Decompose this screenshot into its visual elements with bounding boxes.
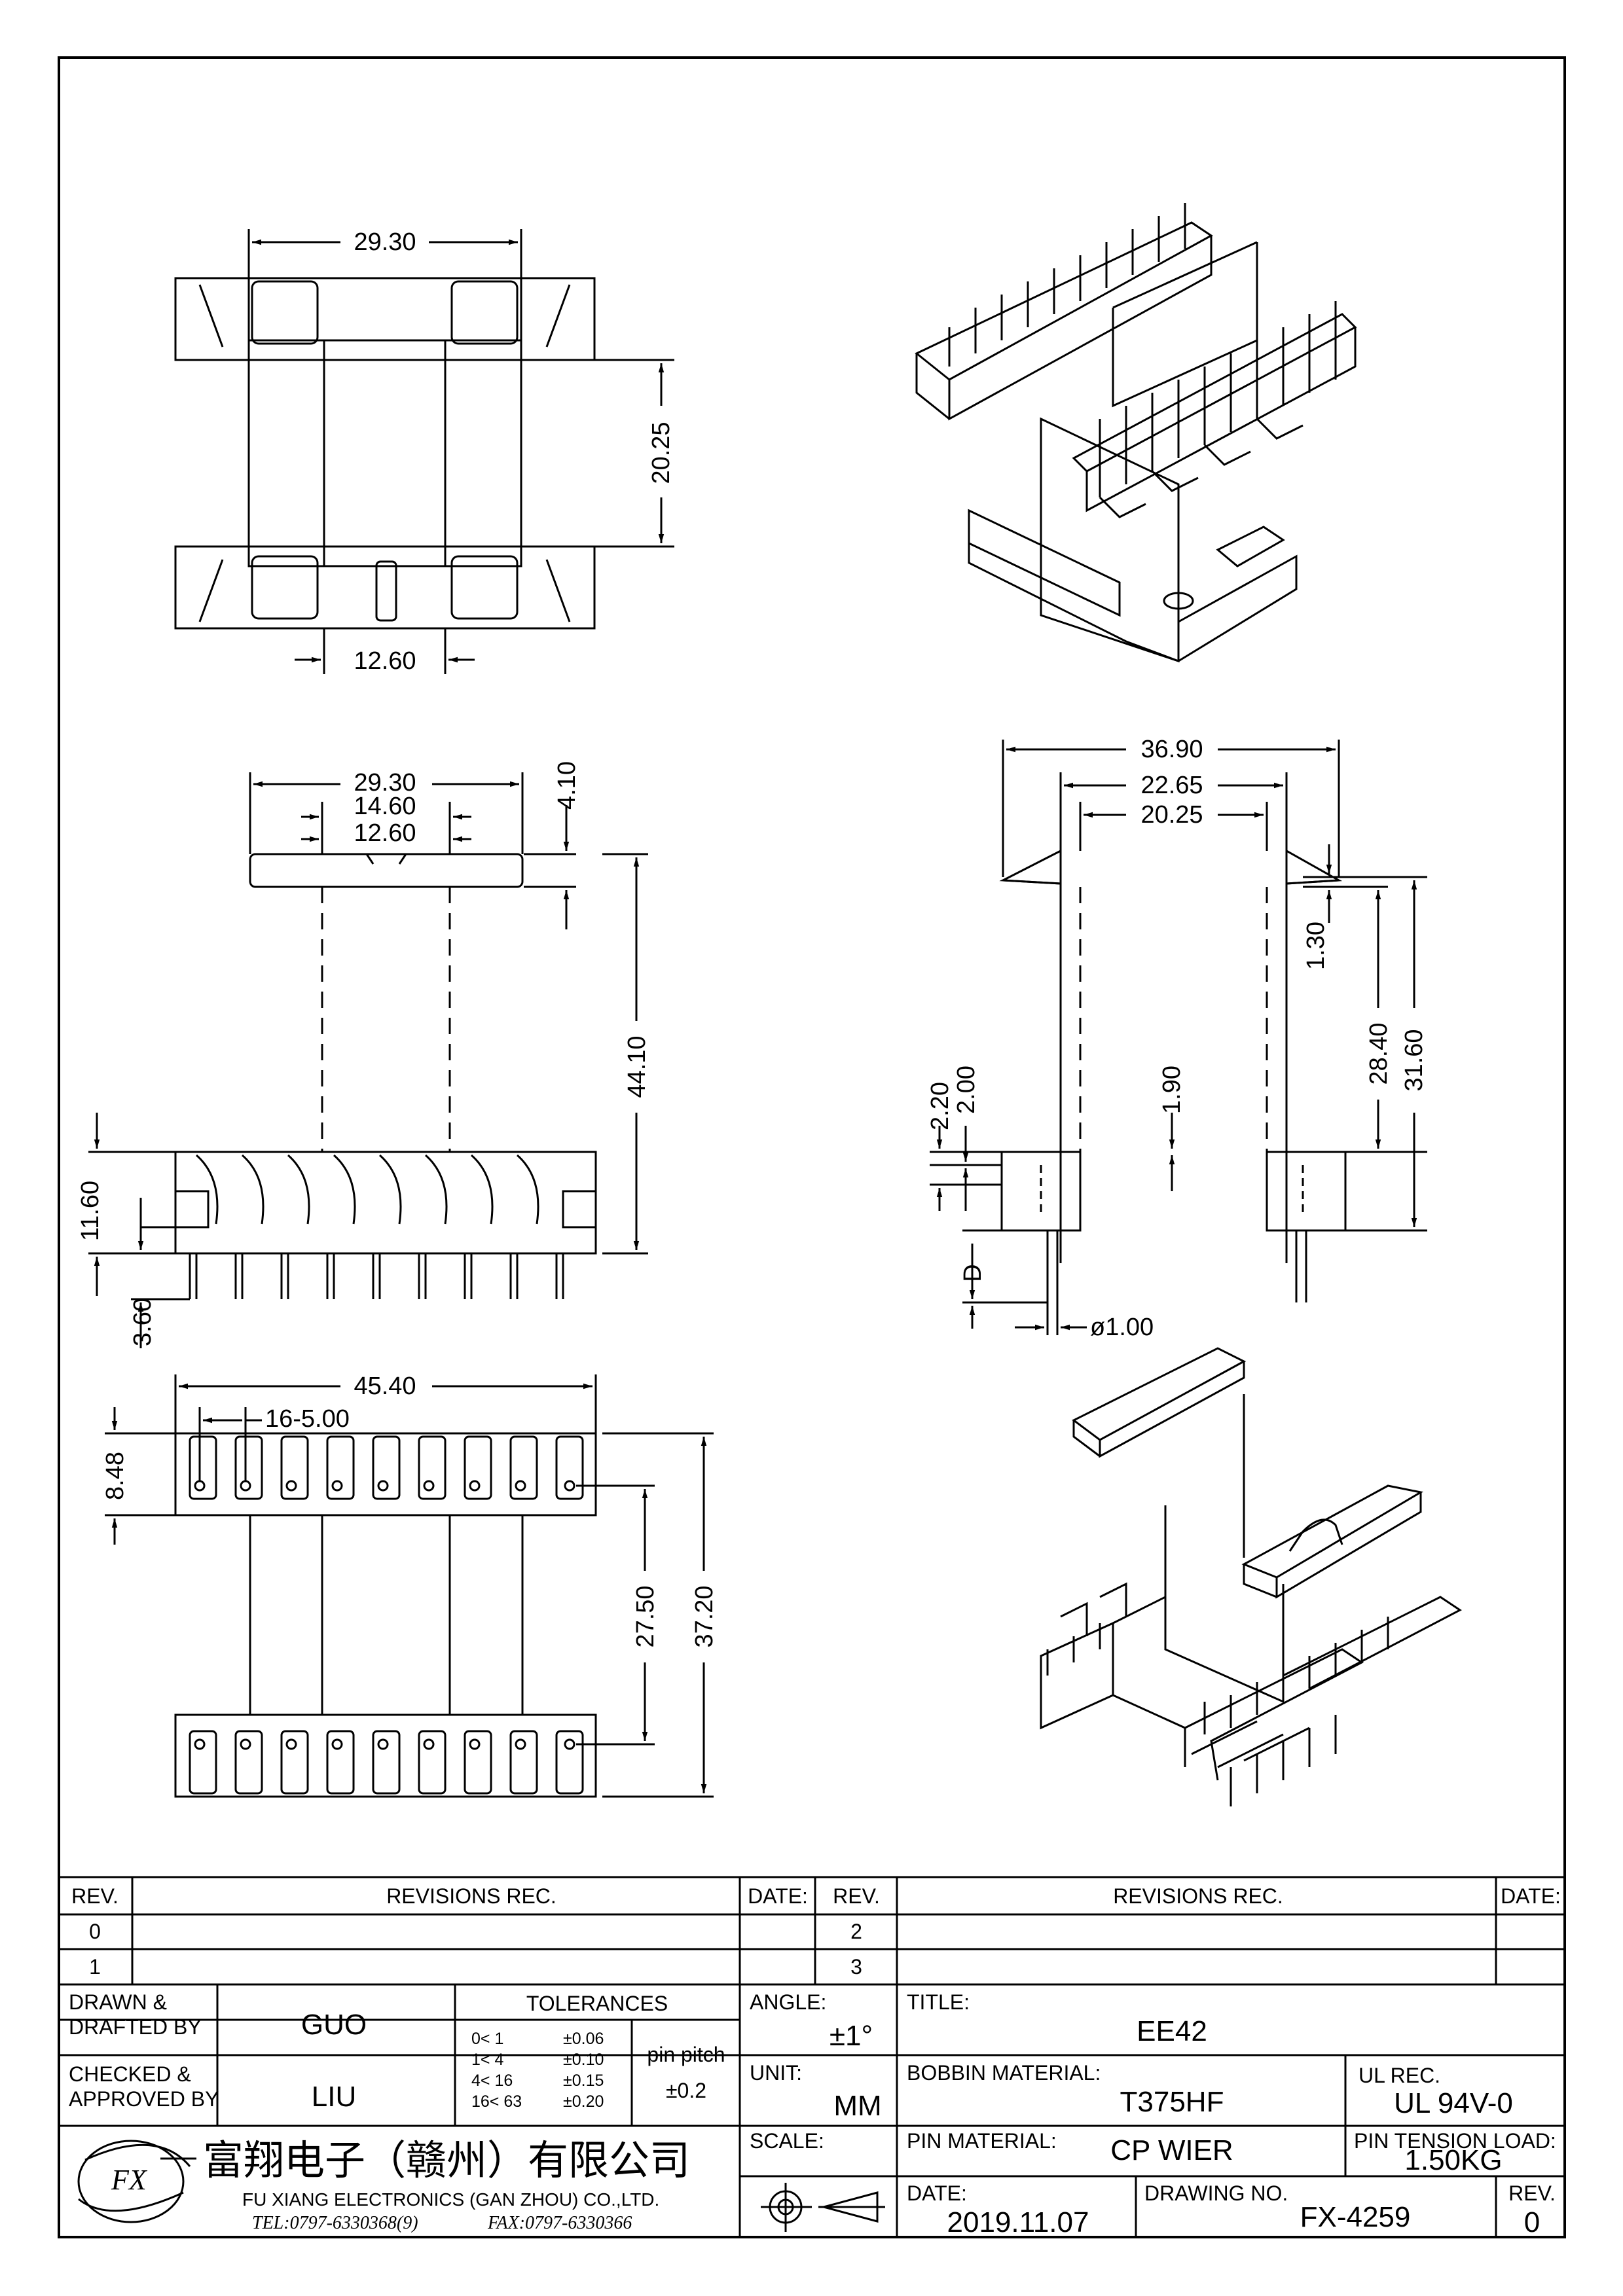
dim-front-flange-width: 29.30 [354, 769, 416, 797]
pin-pitch-label: pin pitch [647, 2043, 725, 2066]
checked-label: CHECKED &APPROVED BY [69, 2062, 219, 2111]
dim-top-width: 29.30 [354, 228, 416, 256]
title-block-grid [59, 1876, 1565, 2237]
tolerance-value-3: ±0.20 [563, 2092, 604, 2111]
dim-side-core-width: 20.25 [1140, 801, 1203, 829]
checked-by: LIU [312, 2081, 356, 2113]
sheet-border [58, 56, 1566, 2238]
isometric-view-bottom [1040, 1347, 1462, 1806]
dim-side-flange-thickness: 1.30 [1302, 922, 1330, 970]
rev-value: 0 [1524, 2206, 1540, 2238]
angle-value: ±1° [830, 2020, 873, 2052]
drawn-label: DRAWN &DRAFTED BY [69, 1990, 202, 2039]
bobbin-material-label: BOBBIN MATERIAL: [907, 2061, 1101, 2085]
dim-side-overall-width: 36.90 [1140, 736, 1203, 763]
rev-row-0: 0 [89, 1920, 101, 1943]
dim-front-height: 44.10 [623, 1035, 651, 1098]
dim-bottom-row-spacing: 27.50 [632, 1585, 659, 1647]
tolerance-range-2: 4< 16 [471, 2072, 513, 2090]
dim-front-core-width: 14.60 [354, 793, 416, 820]
rev-row-3: 3 [850, 1955, 862, 1979]
dim-top-slot: 12.60 [354, 647, 416, 675]
revisions-header-right: REVISIONS REC. [1113, 1884, 1283, 1908]
dim-front-slot: 12.60 [354, 819, 416, 847]
rev-header-right: REV. [833, 1884, 880, 1908]
rev-row-1: 1 [89, 1955, 101, 1979]
company-name-en: FU XIANG ELECTRONICS (GAN ZHOU) CO.,LTD. [242, 2189, 659, 2210]
date-value: 2019.11.07 [947, 2206, 1089, 2238]
front-view [88, 772, 648, 1348]
dim-bottom-width: 45.40 [354, 1372, 416, 1400]
pin-tension-label: PIN TENSION LOAD: [1354, 2129, 1556, 2153]
company-tel: TEL:0797-6330368(9) [252, 2213, 418, 2233]
company-logo-icon: FX [77, 2140, 191, 2223]
date-label: DATE: [907, 2181, 967, 2205]
bottom-view [105, 1374, 714, 1798]
tolerance-range-0: 0< 1 [471, 2030, 503, 2048]
tolerances-label: TOLERANCES [526, 1992, 668, 2015]
dim-side-b: 2.00 [953, 1066, 980, 1114]
side-view [930, 740, 1427, 1335]
pin-material-label: PIN MATERIAL: [907, 2129, 1057, 2153]
drawing-no-value: FX-4259 [1300, 2201, 1411, 2233]
tolerance-value-2: ±0.15 [563, 2072, 604, 2090]
company-fax: FAX:0797-6330366 [487, 2213, 632, 2233]
drawing-no-label: DRAWING NO. [1144, 2181, 1288, 2205]
drawn-by: GUO [301, 2009, 367, 2041]
dim-side-flange-width: 22.65 [1140, 772, 1203, 799]
top-view [174, 229, 674, 674]
svg-text:FX: FX [111, 2164, 148, 2196]
date-header-left: DATE: [748, 1884, 808, 1908]
dim-side-wall: 1.90 [1158, 1066, 1186, 1114]
isometric-view-top [915, 203, 1357, 663]
pin-tension-value: 1.50KG [1404, 2144, 1502, 2176]
unit-label: UNIT: [750, 2061, 802, 2085]
dim-front-pin-length: 3.60 [129, 1298, 156, 1346]
date-header-right: DATE: [1501, 1884, 1561, 1908]
dim-side-inner-height: 28.40 [1365, 1022, 1393, 1085]
dim-front-flange-top: 4.10 [553, 761, 581, 810]
unit-value: MM [833, 2090, 881, 2122]
title-value: EE42 [1137, 2015, 1207, 2047]
pin-material-value: CP WIER [1110, 2134, 1233, 2166]
dim-side-a: 2.20 [926, 1082, 954, 1130]
ul-rec-value: UL 94V-0 [1394, 2087, 1513, 2119]
rev-label: REV. [1508, 2181, 1556, 2205]
dim-side-d: D [959, 1264, 987, 1282]
angle-label: ANGLE: [750, 1990, 826, 2014]
revisions-header-left: REVISIONS REC. [386, 1884, 556, 1908]
dim-side-pin-diameter: ø1.00 [1090, 1314, 1154, 1341]
dim-front-base-height: 11.60 [77, 1181, 104, 1241]
tolerance-range-1: 1< 4 [471, 2051, 503, 2069]
tolerance-value-1: ±0.10 [563, 2051, 604, 2069]
dim-bottom-depth: 37.20 [691, 1585, 718, 1647]
tolerance-value-0: ±0.06 [563, 2030, 604, 2048]
dim-top-depth: 20.25 [647, 422, 675, 484]
ul-rec-label: UL REC. [1359, 2064, 1440, 2087]
scale-label: SCALE: [750, 2129, 824, 2153]
pin-pitch-tolerance: ±0.2 [666, 2079, 706, 2102]
dim-bottom-pin-pitch: 16-5.00 [265, 1405, 350, 1433]
rev-header-left: REV. [71, 1884, 119, 1908]
tolerance-range-3: 16< 63 [471, 2092, 522, 2111]
title-label: TITLE: [907, 1990, 970, 2014]
projection-symbol-icon [761, 2183, 885, 2232]
company-name-cn: 富翔电子（赣州）有限公司 [203, 2136, 690, 2184]
dim-side-total-height: 31.60 [1400, 1029, 1428, 1091]
bobbin-material-value: T375HF [1120, 2086, 1224, 2118]
dim-bottom-pin-row: 8.48 [101, 1452, 129, 1500]
rev-row-2: 2 [850, 1920, 862, 1943]
